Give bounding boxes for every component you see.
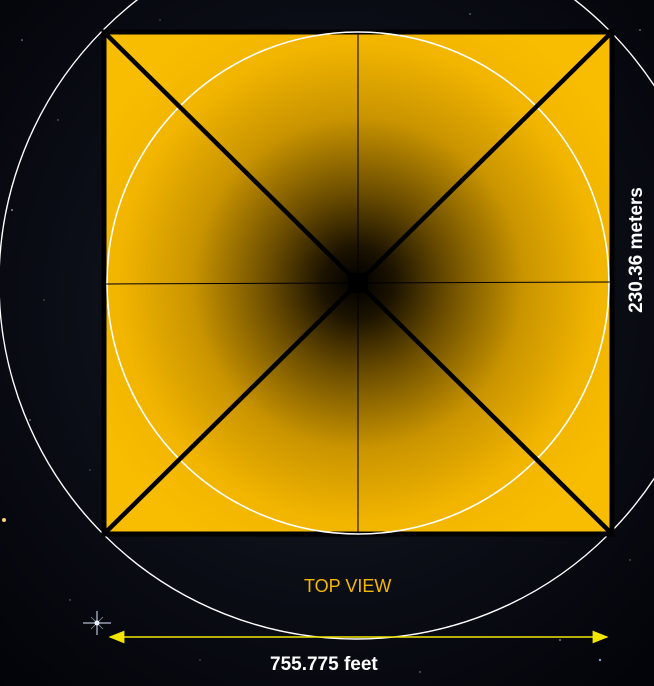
view-label: TOP VIEW <box>304 576 392 596</box>
bright-star <box>83 611 111 635</box>
diagonal-edge-top-left <box>104 32 360 285</box>
diagonal-edge-top-right <box>356 32 612 285</box>
inscribed-circle <box>106 31 610 535</box>
pyramid-apex <box>348 273 368 293</box>
width-dimension-label: 755.775 feet <box>270 654 378 675</box>
height-dimension-label: 230.36 meters <box>626 187 647 313</box>
diagonal-edge-bottom-left <box>104 281 360 534</box>
star-field <box>2 13 641 673</box>
diagonal-edge-bottom-right <box>356 281 612 534</box>
